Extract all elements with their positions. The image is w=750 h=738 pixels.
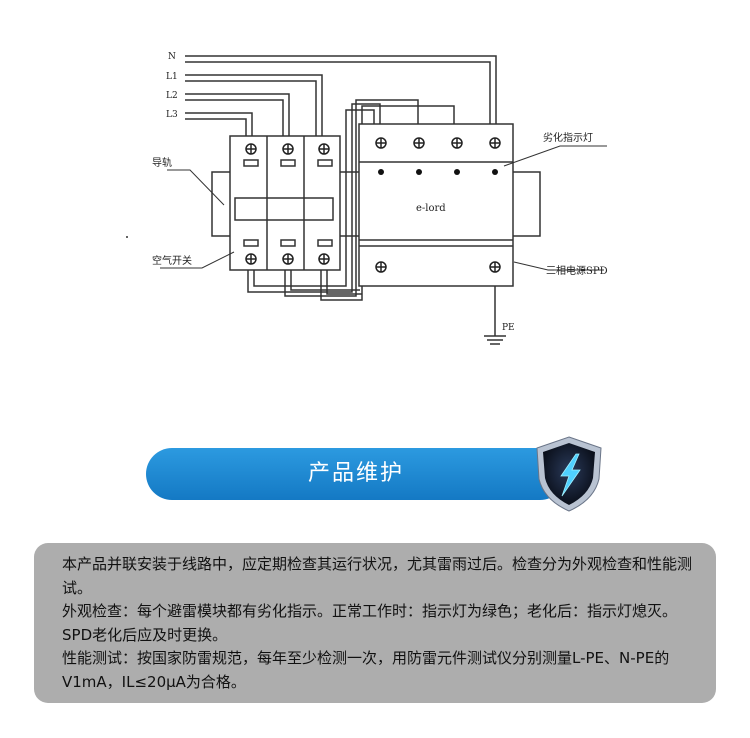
rail-label: 导轨	[152, 156, 172, 169]
callout-lines	[160, 145, 607, 271]
lightning-shield-icon	[536, 436, 602, 512]
indicator-label: 劣化指示灯	[543, 131, 593, 144]
info-paragraph-performance-test: 性能测试：按国家防雷规范，每年至少检测一次，用防雷元件测试仪分别测量L-PE、N…	[62, 649, 670, 691]
line-label-l2: L2	[166, 91, 178, 101]
pe-ground-wire	[484, 286, 506, 345]
maintenance-text: 本产品并联安装于线路中，应定期检查其运行状况，尤其雷雨过后。检查分为外观检查和性…	[62, 553, 702, 694]
spd-terminals	[375, 137, 501, 273]
brand-label: e-lord	[416, 203, 446, 214]
spd-label: 三相电源SPD	[546, 264, 608, 277]
indicator-lamps	[378, 169, 498, 175]
maintenance-info-box: 本产品并联安装于线路中，应定期检查其运行状况，尤其雷雨过后。检查分为外观检查和性…	[34, 543, 716, 703]
air-breaker	[229, 135, 341, 271]
spd-module	[358, 123, 514, 287]
info-paragraph-visual-check: 外观检查：每个避雷模块都有劣化指示。正常工作时：指示灯为绿色；老化后：指示灯熄灭…	[62, 602, 678, 644]
incoming-wires	[185, 55, 497, 136]
stray-dot	[126, 236, 128, 238]
line-label-l3: L3	[166, 110, 178, 120]
line-label-l1: L1	[166, 72, 178, 82]
pe-label: PE	[502, 323, 515, 333]
banner-title: 产品维护	[307, 461, 404, 486]
section-banner: 产品维护	[146, 448, 566, 500]
breaker-label: 空气开关	[152, 254, 192, 267]
spd-wiring-diagram: N L1 L2 L3	[126, 52, 608, 345]
line-label-n: N	[168, 52, 176, 62]
breaker-terminals	[245, 143, 330, 265]
info-paragraph-intro: 本产品并联安装于线路中，应定期检查其运行状况，尤其雷雨过后。检查分为外观检查和性…	[62, 555, 693, 597]
